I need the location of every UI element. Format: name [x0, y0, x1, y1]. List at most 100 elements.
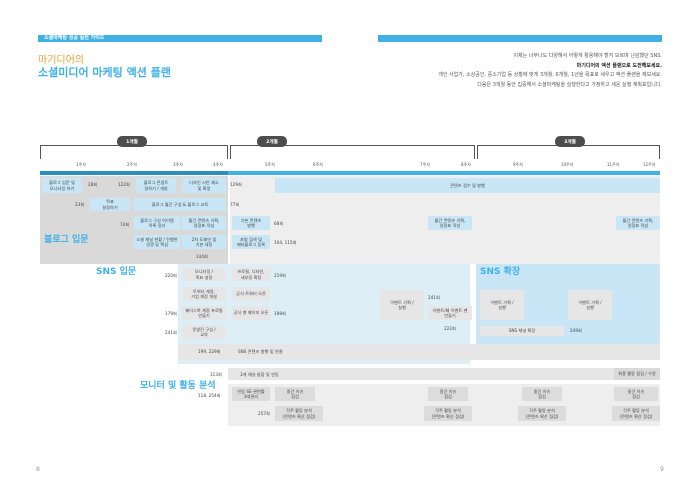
monitor-report-3: 각주 활동 분석 (콘텐츠 확산 점검) [518, 406, 566, 421]
monitor-report-1: 각주 활동 분석 (콘텐츠 확산 점검) [275, 406, 323, 421]
sns-fb-plan: 트위터 계정, 기업 계정 개설 [182, 287, 226, 301]
week-label: 7주차 [420, 162, 430, 167]
intro-emph: 마기디어의 액션 플랜 [576, 62, 622, 69]
blog-day: 122회 [118, 182, 130, 187]
week-label: 1주차 [76, 162, 86, 167]
sns-day: 241회 [428, 295, 440, 300]
monitor-wide-bg [228, 368, 660, 380]
sns-bg-blank [40, 264, 178, 364]
header-bar-right [378, 35, 662, 42]
header-tag: 소셜마케팅 성공 실천 가이드 [44, 35, 105, 41]
blog-category: 블로그 콘셉트 정하기 / 개설 [136, 178, 176, 193]
blog-plan: 블로그 구성 아이템 목록 정리 [134, 216, 180, 230]
intro-text: 이제는 너무나도 다양해서 어떻게 활용해야 할지 모르며 난감했던 SNS. … [332, 52, 662, 90]
timeline-bar-dark [40, 171, 228, 175]
sns-fb-page: 페이스북 계정 프로필 만들기 [182, 306, 226, 320]
monitor-mid-2: 중간 이슈 점검 [428, 387, 468, 401]
blog-keyword: 포털 검색 및 메타블로그 등록 [232, 235, 270, 249]
sns-ops: 운영진 구성 / 교육 [182, 325, 226, 339]
monitor-day: 313회 [210, 372, 222, 377]
blog-day: 104, 115회 [274, 240, 297, 245]
section-label-monitor: 모니터 및 활동 분석 [140, 381, 216, 391]
week-label: 5주차 [265, 162, 275, 167]
sns-event-s: 이벤트/페 이벤트 펜 만들기 [428, 306, 472, 320]
week-label: 9주차 [513, 162, 523, 167]
monitor-tool: 연동 SE-관련툴 3대관리 [232, 387, 270, 401]
intro-line3: 개인 사업가, 소상공인, 중소기업 등 상황에 맞게 3개월, 6개월, 1년… [438, 72, 662, 78]
month-bracket-1 [40, 145, 228, 159]
sns-day: 241회 [165, 330, 177, 335]
week-label: 4주차 [213, 162, 223, 167]
week-label: 10주차 [561, 162, 574, 167]
sns-day: 199, 229회 [198, 349, 221, 354]
intro-line2-tail: 으로 도전해보세요. [621, 62, 662, 69]
month-bracket-3 [477, 145, 660, 159]
timeline-bar [40, 171, 660, 175]
blog-social: 소셜 채널 현황 / 진행한 경쟁 및 핵심 [134, 235, 180, 249]
week-label: 11주차 [607, 162, 620, 167]
blog-day: 68회 [274, 221, 284, 226]
sns-wide-bg [178, 344, 660, 360]
monitor-report-2: 각주 활동 분석 (콘텐츠 확산 점검) [424, 406, 472, 421]
monitor-day: 257회 [258, 411, 270, 416]
title-line1: 마기디어의 [38, 55, 84, 66]
sns-day: 222회 [444, 326, 456, 331]
blog-basic: 기본 콘텐츠 발행 [232, 216, 270, 230]
sns-launch: 공식 트위터 오픈 [232, 287, 270, 301]
monitor-day: 118, 254회 [198, 393, 221, 398]
week-label: 2주차 [127, 162, 137, 167]
blog-content-bar [275, 178, 660, 193]
blog-day: 144회 [196, 254, 208, 259]
blog-design: 디자인 시안 제소 및 확정 [182, 178, 226, 193]
monitor-mid-1: 중간 이슈 점검 [275, 387, 315, 401]
blog-day: 23회 [75, 202, 85, 207]
week-label: 3주차 [173, 162, 183, 167]
blog-domain: 2차 도메인 및 기본 세팅 [182, 235, 226, 249]
sns-day: 220회 [165, 273, 177, 278]
page-number-right: 9 [660, 466, 664, 473]
month-bracket-2 [230, 145, 475, 159]
intro-line2: 마기디어의 액션 플랜으로 도전해보세요. [332, 62, 662, 72]
section-label-sns: SNS 입문 [96, 267, 137, 277]
week-label: 12주차 [643, 162, 656, 167]
blog-post-format: 블로그 월간 구성 & 블로그 교육 [134, 198, 226, 211]
blog-day: 77회 [230, 202, 240, 207]
section-label-sns-expand: SNS 확장 [480, 267, 521, 277]
blog-contents: 콘텐츠 접수 및 발행 [450, 182, 485, 188]
section-label-blog: 블로그 입문 [44, 235, 89, 245]
sns-day: 198회 [274, 311, 286, 316]
monitor-wide: 3개 채널 통합 및 연동 [240, 372, 279, 377]
blog-monthly: 월간 콘텐츠 기획, 일정표 작성 [182, 216, 226, 230]
monitor-mid-4: 중간 이슈 점검 [614, 387, 658, 401]
sns-day: 179회 [165, 311, 177, 316]
page-title: 소셜미디어 마케팅 액션 플랜 [38, 66, 171, 79]
blog-create: 블로그 입문 및 모니터링 하기 [42, 178, 82, 193]
page-number-left: 8 [36, 466, 40, 473]
sns-fb-open: 공식 팬 페이지 오픈 [232, 306, 270, 320]
sns-day: 249회 [570, 328, 582, 333]
week-label: 6주차 [313, 162, 323, 167]
blog-month-plan-3: 월간 콘텐츠 기획, 일정표 작성 [616, 216, 660, 230]
header-bar-left: 소셜마케팅 성공 실천 가이드 [38, 35, 322, 42]
monitor-report-4: 각주 활동 분석 (콘텐츠 확산 점검) [612, 406, 660, 421]
sns-event-c: 이벤트 기획 / 실행 [568, 290, 612, 320]
month-pill-3: 3개월 [555, 136, 585, 147]
sns-day: 219회 [274, 273, 286, 278]
sns-monitor: 모니터링 / 목표 설정 [182, 268, 226, 281]
monitor-final: 최종 활동 점검 / 수정 [618, 371, 656, 377]
intro-line4: 다음은 3개월 동안 집중해서 소셜마케팅을 실행한다고 가정하고 세운 실행 … [477, 81, 662, 88]
sns-channel-expand: SNS 채널 확장 [480, 326, 564, 336]
monitor-mid-3: 중간 이슈 점검 [522, 387, 562, 401]
intro-line1: 이제는 너무나도 다양해서 어떻게 활용해야 할지 모르며 난감했던 SNS. [513, 53, 662, 59]
blog-day: 129회 [230, 182, 242, 187]
blog-goal: 목표 설정하기 [90, 198, 130, 211]
sns-event-a: 이벤트 기획 / 실행 [380, 290, 424, 320]
month-pill-2: 2개월 [257, 136, 287, 147]
sns-event-b: 이벤트 기획 / 실행 [480, 290, 524, 320]
blog-month-plan-2: 월간 콘텐츠 기획, 일정표 작성 [428, 216, 472, 230]
month-pill-1: 1개월 [117, 136, 147, 147]
sns-set-channel: 프로필, 디자인, 세부정 확정 [232, 268, 270, 281]
blog-day: 74회 [120, 222, 130, 227]
sns-wide: SNS 콘텐츠 발행 및 연결 [238, 349, 283, 354]
